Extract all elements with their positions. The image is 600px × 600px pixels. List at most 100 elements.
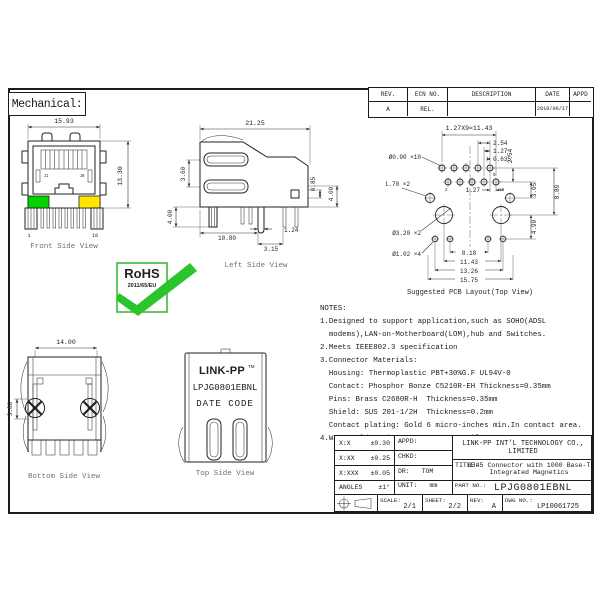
note-line: Housing: Thermoplastic PBT+30%G.F UL94V-… <box>320 370 511 378</box>
appd-cell: APPD: <box>395 436 453 451</box>
unit-cell: UNIT: mm <box>395 481 453 494</box>
pcb-dimensions: 1.27X9=11.43 2.54 1.27 0.635 2.54 3.05 8… <box>427 125 561 284</box>
front-view-caption: Front Side View <box>30 243 98 251</box>
rev-cell: REV: A <box>468 494 503 513</box>
date-code-marking: DATE CODE <box>196 399 254 409</box>
rev-cell-description <box>448 102 536 116</box>
rohs-checkmark-icon <box>116 263 197 316</box>
pcb-dim-13-26: 13.26 <box>460 268 478 275</box>
pcb-pin-10: 10 <box>499 189 505 193</box>
front-view-dimensions: 15.93 13.30 <box>27 118 131 209</box>
pcb-dim-8-18: 8.18 <box>462 250 477 257</box>
mechanical-title-box: Mechanical: <box>8 92 86 116</box>
dwg-no-label: DWG NO.: <box>505 497 533 504</box>
left-length-dim: 21.25 <box>245 120 265 127</box>
note-line: 2.Meets IEEE802.3 specification <box>320 344 458 352</box>
projection-symbol-icon <box>337 496 372 511</box>
mounting-post-cross-left <box>27 400 43 416</box>
bottom-view-caption: Bottom Side View <box>28 473 101 481</box>
top-view-markings: LINK-PP TM LPJG0801EBNL DATE CODE <box>193 364 258 409</box>
drawing-title-line2: Integrated Magnetics <box>489 469 569 476</box>
pcb-pin-9: 9 <box>493 174 496 178</box>
left-view-caption: Left Side View <box>224 262 288 270</box>
dwg-no-value: LP10061725 <box>536 503 579 511</box>
part-no-cell: PART NO.: LPJG0801EBNL <box>453 481 593 494</box>
note-line: Shield: SUS 201-1/2H Thickness=0.2mm <box>320 409 493 417</box>
pcb-holes-led <box>431 235 507 243</box>
front-pins <box>40 207 86 229</box>
rev-header-appd: APPD <box>570 88 591 102</box>
pin-number-1: 1 <box>27 233 30 239</box>
tolerance-row-angles: ANGLES±1° <box>335 481 395 494</box>
pcb-dim-8-89: 8.89 <box>554 184 561 199</box>
part-number-marking: LPJG0801EBNL <box>193 383 258 393</box>
unit-label: UNIT: <box>398 482 418 489</box>
note-line: Contact: Phosphor Bonze C5210R-EH Thickn… <box>320 383 551 391</box>
rev-header-ecn: ECN NO. <box>408 88 448 102</box>
callout-hole-1-70: Ø1.70 ×2 <box>386 181 410 188</box>
left-dim-10-80: 10.80 <box>218 235 236 242</box>
front-side-view-drawing: 15.93 13.30 J1 J8 <box>21 118 131 251</box>
pcb-hole-callouts: Ø0.90 ×10 Ø1.70 ×2 Ø3.20 ×2 Ø1.02 ×4 2 9… <box>386 154 505 258</box>
pcb-dim-1-27-mid: 1.27 <box>466 187 481 194</box>
left-dim-4-00-left: 4.00 <box>167 209 174 224</box>
note-line: Contact plating: Gold 6 micro-inches min… <box>320 422 582 430</box>
pcb-dim-row-pitch: 1.27X9=11.43 <box>446 125 493 132</box>
chkd-cell: CHKD: <box>395 451 453 466</box>
mounting-post-cross-right <box>82 400 98 416</box>
note-line: 3.Connector Materials: <box>320 357 418 365</box>
projection-symbol-cell <box>335 494 378 513</box>
bottom-view-dimensions: 14.00 3.80 <box>7 339 98 420</box>
rev-header-date: DATE <box>536 88 570 102</box>
company-name: LINK-PP INT'L TECHNOLOGY CO., LIMITED <box>462 439 584 456</box>
notes-section: NOTES: 1.Designed to support application… <box>320 303 592 446</box>
revision-table: REV. ECN NO. DESCRIPTION DATE APPD A REL… <box>368 87 594 118</box>
mechanical-label: Mechanical: <box>11 97 83 111</box>
pcb-dim-3-05: 3.05 <box>531 182 538 197</box>
part-no-label: PART NO.: <box>455 482 487 489</box>
sheet-label: SHEET: <box>425 497 446 504</box>
unit-value: mm <box>429 482 438 489</box>
dwg-no-cell: DWG NO.: LP10061725 <box>503 494 593 513</box>
tolerance-row-3: X:XXX±0.05 <box>335 466 395 481</box>
tol3-label: X:XXX <box>339 469 359 477</box>
rev-header-rev: REV. <box>369 88 408 102</box>
tol2-value: ±0.25 <box>370 454 390 462</box>
trademark-marking: TM <box>248 364 255 369</box>
rev-cell-rev: A <box>369 102 408 116</box>
scale-cell: SCALE: 2/1 <box>378 494 423 513</box>
pcb-dim-2-54-v: 2.54 <box>507 148 514 163</box>
callout-hole-1-02: Ø1.02 ×4 <box>392 251 421 258</box>
left-view-dimensions: 21.25 3.60 4.00 0.85 4.00 10.80 3.15 1.2… <box>167 120 339 253</box>
chkd-label: CHKD: <box>398 453 418 460</box>
left-dim-1-24: 1.24 <box>284 227 299 234</box>
pcb-dim-1-27: 1.27 <box>493 148 508 155</box>
top-view-caption: Top Side View <box>196 470 255 478</box>
rev-label: REV: <box>470 497 484 504</box>
bottom-side-view-drawing: 14.00 3.80 Bottom Side View <box>7 339 109 481</box>
rev-cell-ecn: REL. <box>408 102 448 116</box>
front-width-dim: 15.93 <box>54 118 74 125</box>
left-dim-3-60: 3.60 <box>180 166 187 181</box>
jack-pin-label-j1: J1 <box>43 175 49 179</box>
led-yellow <box>78 195 101 209</box>
appd-label: APPD: <box>398 438 418 445</box>
front-view-outline: J1 J8 1 10 <box>21 132 107 239</box>
rohs-mark: RoHS 2011/65/EU <box>116 262 197 316</box>
pcb-holes-post <box>433 204 512 226</box>
drawing-title-line1: RJ45 Connector with 1000 Base-T <box>467 462 591 469</box>
note-line: 1.Designed to support application,such a… <box>320 318 547 326</box>
rev-cell-appd <box>570 102 591 116</box>
title-label: TITLE: <box>455 462 479 469</box>
pcb-dim-4-90: 4.90 <box>531 219 538 234</box>
pcb-dim-15-75: 15.75 <box>460 277 478 284</box>
jack-pin-label-j8: J8 <box>79 175 85 179</box>
pcb-dim-2-54: 2.54 <box>493 140 508 147</box>
dr-value: TOM <box>421 468 434 475</box>
company-cell: LINK-PP INT'L TECHNOLOGY CO., LIMITED <box>453 436 593 460</box>
dr-cell: DR: TOM <box>395 466 453 481</box>
front-height-dim: 13.30 <box>117 166 124 186</box>
left-view-outline <box>199 135 309 234</box>
rev-header-description: DESCRIPTION <box>448 88 536 102</box>
